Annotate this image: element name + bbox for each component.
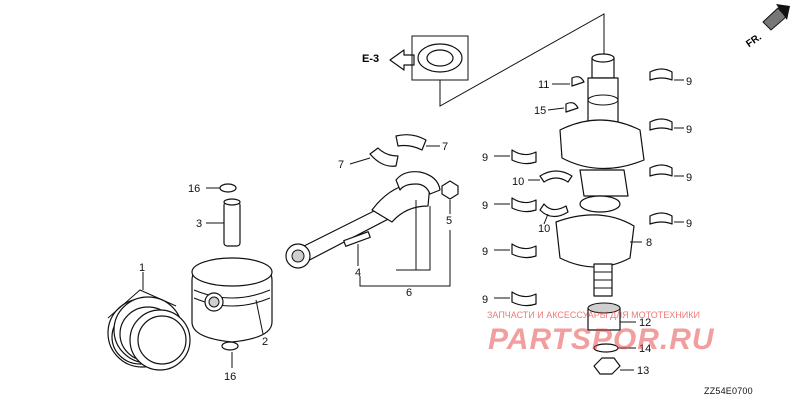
- rod-bearing-lower: [369, 147, 399, 167]
- rod-nut: [441, 180, 459, 200]
- callout-5: 5: [446, 215, 452, 227]
- piston: [191, 257, 273, 343]
- watermark-logo: PARTSPOR.RU: [488, 323, 715, 356]
- watermark-tagline: ЗАПЧАСТИ И АКСЕССУАРЫ ДЛЯ МОТОТЕХНИКИ: [487, 310, 700, 320]
- callout-9-r2: 9: [686, 124, 692, 136]
- callout-12: 12: [639, 317, 651, 329]
- callout-8: 8: [646, 237, 652, 249]
- circlip-bottom: [221, 341, 239, 351]
- callout-9-l2: 9: [482, 200, 488, 212]
- watermark: ЗАПЧАСТИ И АКСЕССУАРЫ ДЛЯ МОТОТЕХНИКИ PA…: [487, 310, 715, 356]
- front-label: FR.: [744, 32, 764, 50]
- reference-e3: E-3: [362, 35, 469, 81]
- diagram-code: ZZ54E0700: [704, 386, 753, 396]
- callout-1: 1: [139, 262, 145, 274]
- callout-9-l4: 9: [482, 294, 488, 306]
- rod-bearing-upper: [395, 134, 427, 151]
- callout-7-right: 7: [442, 141, 448, 153]
- callout-15: 15: [534, 105, 546, 117]
- crankshaft: [555, 53, 645, 297]
- callout-9-r1: 9: [686, 76, 692, 88]
- crank-gear: [587, 302, 621, 331]
- callout-9-l1: 9: [482, 152, 488, 164]
- callout-10-bottom: 10: [538, 223, 550, 235]
- callout-13: 13: [637, 365, 649, 377]
- callout-11: 11: [538, 79, 549, 91]
- callout-numbers: 1 2 3 16 16 4 6 5 7 7 8 9 9 9 9 9 9 9 9 …: [139, 76, 692, 383]
- callout-4: 4: [355, 267, 361, 279]
- rod-cap: [395, 171, 441, 195]
- key-11: [571, 76, 585, 87]
- piston-pin: [223, 198, 241, 247]
- piston-rings: [107, 289, 191, 371]
- callout-16-bottom: 16: [224, 371, 236, 383]
- key-15: [565, 102, 579, 113]
- leader-lines: [142, 79, 684, 371]
- callout-14: 14: [639, 343, 651, 355]
- callout-3: 3: [196, 218, 202, 230]
- callout-10-top: 10: [512, 176, 524, 188]
- circlip-top: [219, 183, 237, 193]
- callout-16-top: 16: [188, 183, 200, 195]
- main-bearing-set: [511, 68, 673, 307]
- callout-9-l3: 9: [482, 246, 488, 258]
- thrust-washers: [539, 170, 573, 218]
- callout-9-r3: 9: [686, 172, 692, 184]
- callout-6: 6: [406, 287, 412, 299]
- connecting-rod: [285, 182, 431, 269]
- callout-2: 2: [262, 336, 268, 348]
- callout-7-left: 7: [338, 159, 344, 171]
- callout-9-r4: 9: [686, 218, 692, 230]
- reference-label: E-3: [362, 53, 379, 65]
- crank-nut: [593, 357, 621, 375]
- front-direction-marker: FR.: [744, 4, 790, 50]
